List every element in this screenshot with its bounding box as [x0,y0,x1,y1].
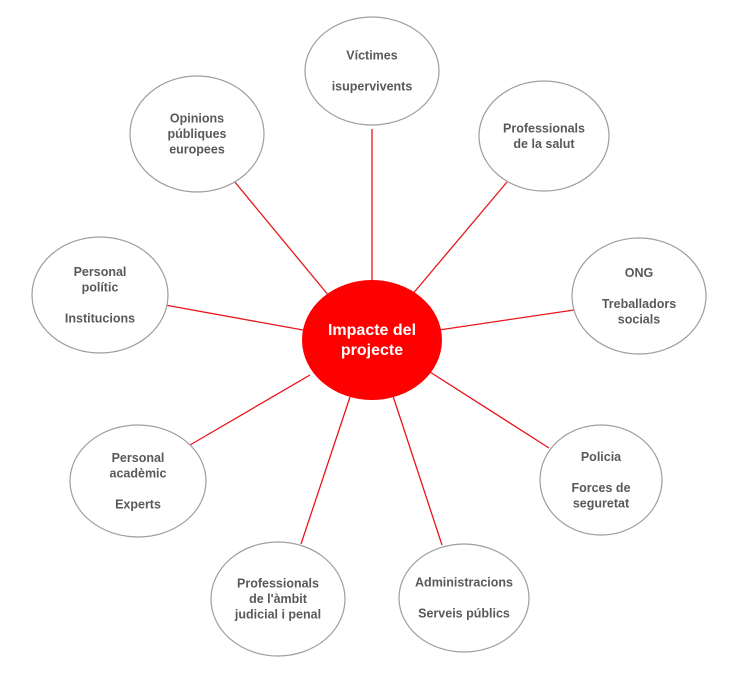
node-victims: Víctimes isupervivents [304,16,440,126]
node-label-line: ONG [625,266,653,280]
node-label-line: europees [169,143,225,157]
node-label-line: de l'àmbit [249,592,308,606]
node-label-health-professionals: Professionals de la salut [503,121,585,151]
node-label-line: Professionals [503,121,585,135]
center-ellipse [302,280,442,400]
node-label-line: Policia [581,450,622,464]
connector-administrations [392,395,443,546]
node-label-line: judicial i penal [234,608,321,622]
connector-ngo [438,309,575,331]
node-health-professionals: Professionals de la salut [478,80,610,192]
node-ellipse-police [539,424,663,536]
connector-judicial [300,396,351,545]
connector-police [429,371,550,449]
node-ellipse-ngo [571,237,707,355]
node-label-victims: Víctimes isupervivents [332,49,413,94]
node-label-line: Serveis públics [418,607,510,621]
node-ellipse-victims [304,16,440,126]
node-label-line: acadèmic [110,466,167,480]
connector-health-professionals [410,181,508,297]
node-label-line: de la salut [513,137,575,151]
node-label-line: Personal [74,265,127,279]
node-label-line: polític [82,280,119,294]
node-label-line: socials [618,312,660,326]
node-ellipse-academic [69,424,207,538]
node-label-line: Personal [112,451,165,465]
node-label-line: Treballadors [602,297,676,311]
node-label-line: Forces de [571,481,630,495]
center-node: Impacte del projecte [302,280,442,400]
node-ellipse-judicial [210,541,346,657]
connector-public-opinion [233,180,330,297]
node-ellipse-health-professionals [478,80,610,192]
node-ellipse-public-opinion [129,75,265,193]
center-label-line: Impacte del [328,322,416,339]
center-label: Impacte del projecte [328,322,416,359]
connector-lines [164,129,575,546]
node-label-line: isupervivents [332,80,413,94]
connector-academic [189,374,311,446]
node-label-line: Experts [115,497,161,511]
node-label-line: Institucions [65,311,135,325]
node-label-line: Professionals [237,577,319,591]
node-ellipse-administrations [398,543,530,653]
node-label-line: seguretat [573,496,630,510]
center-label-line: projecte [341,342,403,359]
node-label-line: públiques [167,127,226,141]
node-label-line: Víctimes [346,49,397,63]
connector-political [164,304,304,331]
node-label-line: Administracions [415,576,513,590]
node-ellipse-political [31,236,169,354]
node-label-line: Opinions [170,112,224,126]
